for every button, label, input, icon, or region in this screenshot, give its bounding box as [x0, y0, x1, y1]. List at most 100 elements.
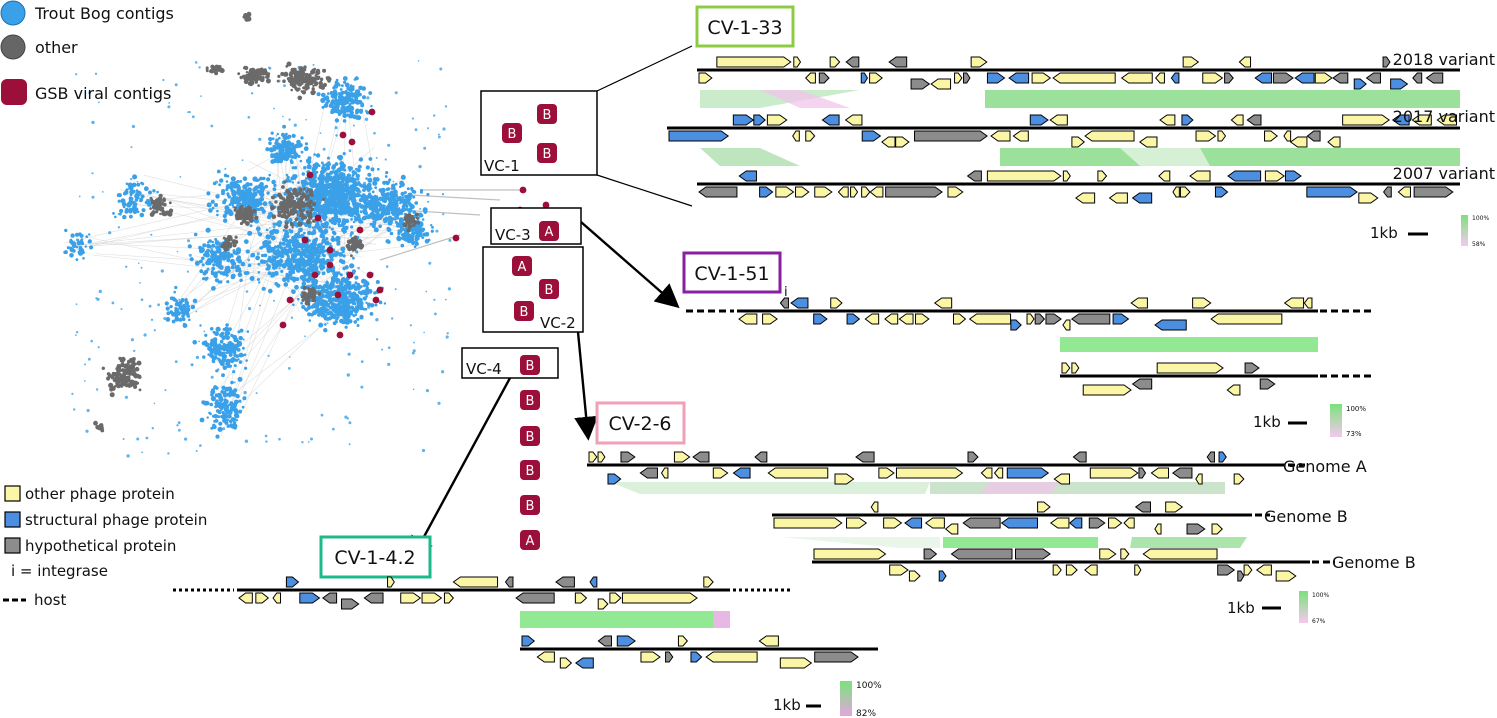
svg-text:B: B — [526, 394, 535, 409]
cv-1-33-homology-3 — [760, 90, 850, 108]
cv-1-4-2-scale: 1kb 100% 82% — [773, 681, 882, 718]
track-label-2017: 2017 variant — [1393, 107, 1495, 126]
legend-gsb-label: GSB viral contigs — [35, 84, 171, 103]
network-nodes — [63, 11, 550, 458]
svg-text:A: A — [545, 225, 554, 240]
legend-structural-label: structural phage protein — [25, 511, 207, 529]
cv-1-4-2-title: CV-1-4.2 — [319, 535, 432, 579]
cv-1-33-homology-6 — [1120, 148, 1210, 166]
cv-1-33-track-2017 — [667, 114, 1460, 148]
cv-1-4-2-track-1 — [173, 576, 790, 610]
network-graph — [63, 11, 550, 458]
cv-2-6-title: CV-2-6 — [595, 401, 686, 445]
svg-text:67%: 67% — [1312, 618, 1326, 625]
vc-4-member-4: B — [520, 460, 540, 480]
svg-text:CV-1-33: CV-1-33 — [707, 17, 782, 39]
vc4-label: VC-4 — [466, 360, 502, 378]
svg-text:B: B — [526, 499, 535, 514]
cv-2-6-homology-2 — [930, 482, 1225, 494]
cv-1-51-track-1 — [686, 297, 1372, 331]
svg-text:A: A — [518, 260, 527, 275]
vc3-box: VC-3 — [490, 207, 582, 245]
legend-other-label: other — [35, 38, 78, 57]
legend-gsb-marker — [1, 79, 27, 105]
cv-1-33-homology-4 — [1000, 148, 1460, 166]
cv-1-51-title: CV-1-51 — [682, 251, 782, 294]
cv-2-6-track-b1 — [772, 501, 1270, 535]
svg-text:73%: 73% — [1346, 430, 1362, 438]
cv-1-4-2-track-2 — [520, 635, 878, 669]
cv-1-33-track-2007 — [697, 170, 1460, 204]
connectors — [410, 45, 693, 562]
cv-1-51-track-2 — [1060, 362, 1372, 396]
legend-other-marker — [0, 34, 26, 60]
svg-text:B: B — [526, 359, 535, 374]
legend-hypothetical-label: hypothetical protein — [25, 537, 176, 555]
cv-1-4-2-homology — [520, 611, 713, 628]
vc-2-member-1: A — [512, 256, 532, 276]
svg-text:B: B — [508, 127, 517, 142]
svg-text:1kb: 1kb — [1253, 413, 1281, 431]
vc4-box: VC-4 — [461, 347, 559, 379]
cv-2-6-homology-6 — [780, 537, 940, 548]
svg-text:B: B — [545, 283, 554, 298]
genome-tracks — [173, 56, 1460, 669]
vc2-label: VC-2 — [540, 314, 576, 332]
svg-text:82%: 82% — [856, 709, 876, 718]
vc-4-member-6: A — [520, 530, 540, 550]
vc-4-member-5: B — [520, 495, 540, 515]
svg-text:1kb: 1kb — [773, 696, 801, 714]
svg-text:100%: 100% — [856, 681, 882, 691]
svg-text:B: B — [543, 108, 552, 123]
cv-1-33-title: CV-1-33 — [695, 5, 795, 48]
vc-1-member-2: B — [502, 123, 522, 143]
legend-trout-bog-marker — [0, 0, 26, 26]
svg-text:CV-2-6: CV-2-6 — [608, 413, 671, 435]
legend-other-phage-label: other phage protein — [25, 485, 175, 503]
legend-top: Trout Bog contigs other GSB viral contig… — [0, 0, 174, 105]
svg-text:B: B — [543, 147, 552, 162]
cv-1-51-homology — [1060, 337, 1318, 352]
svg-text:B: B — [526, 464, 535, 479]
cv-1-4-2-homology-2 — [713, 611, 730, 628]
track-label-2018: 2018 variant — [1393, 50, 1495, 69]
cv-2-6-track-a — [587, 451, 1305, 485]
svg-text:A: A — [526, 534, 535, 549]
cluster-members: B B B A A B B B B B B B A — [502, 104, 559, 550]
track-label-genome-b1: Genome B — [1264, 507, 1348, 526]
svg-text:58%: 58% — [1472, 241, 1486, 248]
svg-text:1kb: 1kb — [1227, 599, 1255, 617]
cv-1-33-homology-5 — [700, 148, 800, 166]
svg-text:CV-1-51: CV-1-51 — [694, 263, 769, 285]
cv-2-6-scale: 1kb 100% 67% — [1227, 591, 1329, 625]
cv-2-6-track-b2 — [812, 548, 1335, 582]
svg-text:B: B — [520, 305, 529, 320]
legend-integrase-label: i = integrase — [11, 562, 108, 580]
vc1-label: VC-1 — [484, 157, 520, 175]
legend-trout-bog-label: Trout Bog contigs — [34, 4, 174, 23]
track-label-genome-a: Genome A — [1283, 457, 1367, 476]
vc-4-member-2: B — [520, 390, 540, 410]
integrase-marker: i — [784, 285, 788, 300]
svg-text:100%: 100% — [1346, 405, 1366, 413]
cv-2-6-homology-4 — [943, 537, 1098, 548]
svg-text:100%: 100% — [1472, 215, 1489, 222]
vc-4-member-1: B — [520, 355, 540, 375]
svg-text:CV-1-4.2: CV-1-4.2 — [334, 547, 415, 569]
cv-2-6-homology-1 — [610, 482, 930, 494]
cv-1-33-track-2018 — [697, 56, 1460, 90]
vc-1-member-3: B — [537, 143, 557, 163]
cv-2-6-homology-5 — [1130, 537, 1247, 548]
svg-text:B: B — [526, 430, 535, 445]
cv-1-33-scale: 1kb 100% 58% — [1370, 215, 1489, 248]
vc-3-member-1: A — [539, 221, 559, 241]
legend-structural-swatch — [4, 511, 21, 528]
vc3-label: VC-3 — [495, 226, 531, 244]
legend-hypothetical-swatch — [4, 537, 21, 554]
legend-bottom: other phage protein structural phage pro… — [3, 485, 207, 609]
cv-1-51-scale: 1kb 100% 73% — [1253, 404, 1366, 438]
vc-1-member-1: B — [537, 104, 557, 124]
cv-2-6-homology-3 — [980, 482, 1060, 494]
